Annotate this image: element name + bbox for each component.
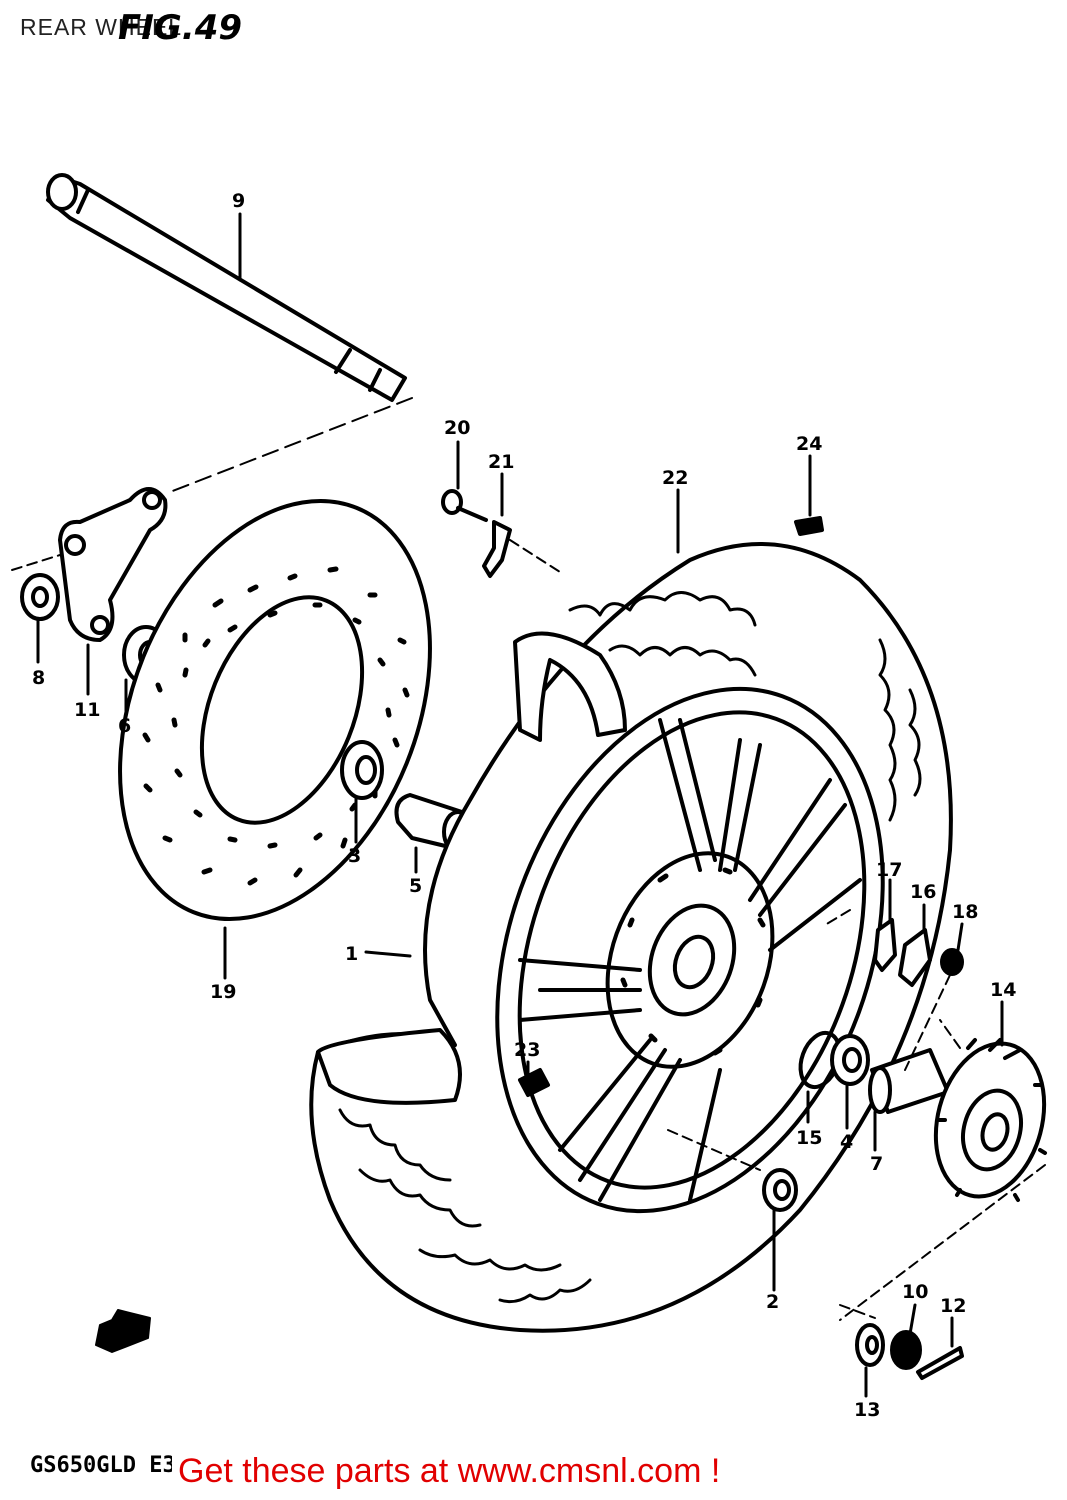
callout-21: 21 <box>488 451 514 473</box>
callout-23: 23 <box>514 1039 540 1061</box>
parts-link[interactable]: Get these parts at www.cmsnl.com ! <box>172 1452 727 1491</box>
callout-24: 24 <box>796 433 822 455</box>
callout-7: 7 <box>870 1153 883 1175</box>
valve-part <box>794 516 824 536</box>
callout-20: 20 <box>444 417 470 439</box>
callout-5: 5 <box>409 875 422 897</box>
callout-numbers: 1 2 3 4 5 6 7 8 9 10 11 12 13 14 15 16 1… <box>32 190 1016 1421</box>
callout-13: 13 <box>854 1399 880 1421</box>
callout-10: 10 <box>902 1281 928 1303</box>
callout-17: 17 <box>876 859 902 881</box>
callout-9: 9 <box>232 190 245 212</box>
model-code: GS650GLD E3 <box>30 1453 176 1478</box>
tire-part <box>309 542 953 1333</box>
callout-11: 11 <box>74 699 100 721</box>
callout-18: 18 <box>952 901 978 923</box>
nut-right-part <box>940 948 964 976</box>
direction-arrow-icon <box>95 1309 151 1353</box>
callout-2: 2 <box>766 1291 779 1313</box>
bearing-right-part <box>830 1034 870 1086</box>
callout-12: 12 <box>940 1295 966 1317</box>
page-title: REAR WHEEL <box>20 14 183 40</box>
cotter-pin-part <box>916 1346 964 1380</box>
axle-part <box>46 173 413 493</box>
bolt-part <box>441 489 488 522</box>
callout-4: 4 <box>840 1131 853 1153</box>
sprocket-mounting-drum-part <box>933 1019 1047 1202</box>
callout-1: 1 <box>345 943 358 965</box>
callout-6: 6 <box>118 715 131 737</box>
washer-part <box>855 1323 885 1367</box>
callout-16: 16 <box>910 881 936 903</box>
callout-22: 22 <box>662 467 688 489</box>
axle-nut-part <box>890 1330 922 1370</box>
callout-8: 8 <box>32 667 45 689</box>
wheel-rim-part <box>495 686 885 1214</box>
lock-plate-right-part <box>873 918 897 972</box>
dashed-leader-right <box>839 974 1046 1321</box>
lock-washer-part <box>898 928 932 987</box>
oil-seal-part <box>340 740 384 800</box>
leader-lines <box>36 212 1004 1398</box>
lock-plate-part <box>482 520 561 578</box>
callout-3: 3 <box>348 845 361 867</box>
figure-label: FIG.49 <box>118 8 243 48</box>
callout-14: 14 <box>990 979 1016 1001</box>
bearing-part <box>762 1168 798 1212</box>
callout-15: 15 <box>796 1127 822 1149</box>
callout-19: 19 <box>210 981 236 1003</box>
